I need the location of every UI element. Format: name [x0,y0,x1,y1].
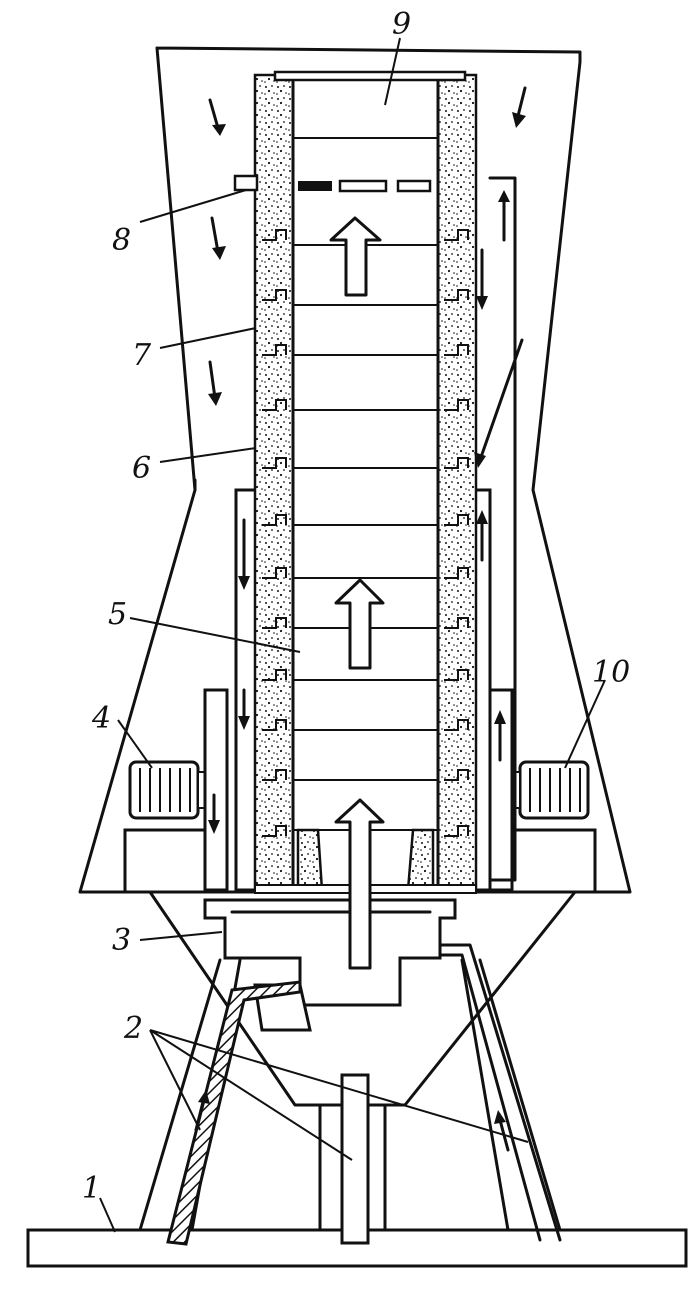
feed-pipe-right [438,943,562,1242]
label-8: 8 [112,223,131,258]
central-shaft [340,1073,370,1245]
label-10: 10 [592,655,630,690]
labels: 1 2 3 4 5 6 7 8 9 10 [82,7,630,1206]
motor-right [508,760,597,894]
lining-notches [262,229,469,837]
flow-arrows-small [194,86,527,1152]
label-9: 9 [392,7,411,42]
refractory-wall-right [436,73,478,892]
label-3: 3 [112,923,131,958]
drive-belts [203,688,514,892]
label-6: 6 [132,451,151,486]
flow-arrows-large [329,216,385,970]
leader-lines [99,37,606,1233]
motor-left [123,760,212,894]
label-7: 7 [132,338,152,373]
label-4: 4 [91,701,111,736]
inner-chamber [273,70,467,892]
feed-pipe-left [166,980,302,1246]
label-1: 1 [82,1171,101,1206]
outer-housing [78,46,632,894]
label-5: 5 [108,597,127,632]
refractory-wall-left [253,73,295,892]
nozzle-row [233,174,432,193]
label-2: 2 [123,1011,143,1046]
